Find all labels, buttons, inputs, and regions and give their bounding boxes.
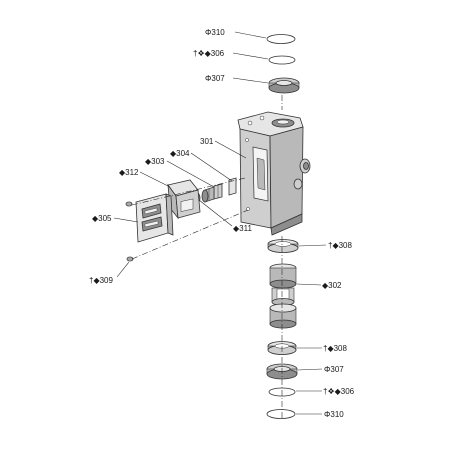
callout-308-top: †◆308 — [328, 241, 353, 250]
leader-lines — [113, 31, 327, 420]
cartridge-302 — [269, 263, 297, 329]
seal-307-top — [268, 77, 300, 94]
callout-305: ◆305 — [92, 214, 112, 223]
callout-304: ◆304 — [170, 149, 190, 158]
callouts: Φ310 †❖◆306 Φ307 301 ◆304 ◆303 ◆312 ◆305… — [89, 28, 355, 419]
callout-302: ◆302 — [322, 281, 342, 290]
ring-308-top — [267, 239, 299, 253]
valve-block-312 — [167, 179, 201, 220]
callout-310-bottom: Φ310 — [324, 410, 344, 419]
callout-303: ◆303 — [145, 157, 165, 166]
callout-307-bottom: Φ307 — [324, 365, 344, 374]
cover-plate-305 — [135, 193, 174, 243]
callout-308-bottom: †◆308 — [323, 344, 348, 353]
callout-312: ◆312 — [119, 168, 139, 177]
callout-307-top: Φ307 — [205, 74, 225, 83]
callout-310-top: Φ310 — [205, 28, 225, 37]
spring-303 — [201, 183, 223, 203]
seal-ring-310-top — [266, 34, 296, 44]
screw-309-top — [125, 201, 133, 207]
screw-309-bottom — [126, 256, 134, 262]
housing-301 — [237, 111, 311, 236]
callout-311: ◆311 — [233, 224, 252, 233]
callout-306-top: †❖◆306 — [193, 49, 225, 58]
gasket-304 — [228, 177, 237, 196]
callout-306-bottom: †❖◆306 — [323, 387, 355, 396]
o-ring-306-top — [268, 55, 296, 65]
callout-309: †◆309 — [89, 276, 114, 285]
callout-301: 301 — [200, 137, 214, 146]
seal-ring-310-bottom — [266, 409, 296, 419]
